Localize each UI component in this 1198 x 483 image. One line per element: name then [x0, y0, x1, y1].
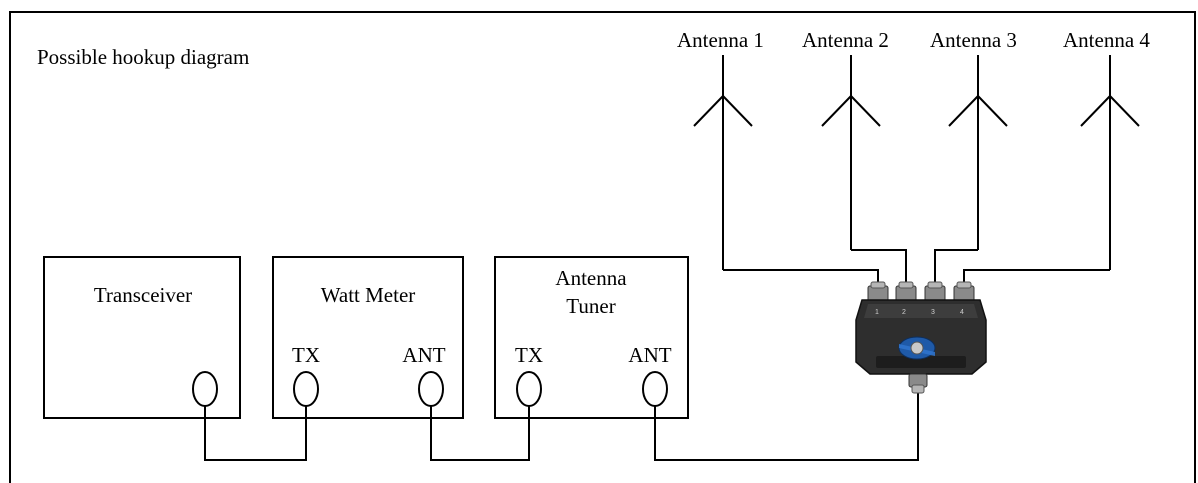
- antenna-3-icon: [948, 55, 1008, 250]
- antenna-tuner-ant-connector-icon: [642, 371, 668, 407]
- switch-port-4-label: 4: [960, 309, 964, 316]
- antenna-tuner-tx-connector-icon: [516, 371, 542, 407]
- switch-port-3-connector-icon: [924, 281, 946, 303]
- transceiver-box: Transceiver: [43, 256, 241, 419]
- switch-port-1-label: 1: [875, 309, 879, 316]
- antenna-1-icon: [693, 55, 753, 270]
- switch-top-panel: [864, 304, 978, 318]
- antenna-switch: 1 2 3 4: [855, 281, 987, 394]
- antenna-1-label: Antenna 1: [677, 28, 764, 52]
- watt-meter-ant-connector-icon: [418, 371, 444, 407]
- antenna-tuner-label-line2: Tuner: [566, 294, 615, 318]
- diagram-title: Possible hookup diagram: [37, 45, 249, 69]
- switch-port-2-label: 2: [902, 309, 906, 316]
- cable-transceiver-to-watt-meter: [204, 406, 307, 461]
- switch-common-port-connector-icon: [908, 373, 928, 394]
- antenna-3-label: Antenna 3: [930, 28, 1017, 52]
- antenna-tuner-label-line1: Antenna: [555, 266, 627, 290]
- antenna-1-feedline: [723, 269, 879, 290]
- cable-tuner-to-switch: [654, 393, 919, 461]
- antenna-2-label: Antenna 2: [802, 28, 889, 52]
- cable-watt-meter-to-tuner: [430, 406, 530, 461]
- switch-port-3-label: 3: [931, 309, 935, 316]
- antenna-4-label: Antenna 4: [1063, 28, 1150, 52]
- transceiver-connector-icon: [192, 371, 218, 407]
- antenna-4-icon: [1080, 55, 1140, 270]
- switch-port-2-connector-icon: [895, 281, 917, 303]
- watt-meter-box: Watt Meter TX ANT: [272, 256, 464, 419]
- watt-meter-ant-label: ANT: [402, 343, 445, 367]
- transceiver-label: Transceiver: [94, 283, 192, 307]
- antenna-4-feedline: [963, 269, 1110, 290]
- switch-selector-knob-icon: [898, 336, 936, 360]
- antenna-2-feedline: [851, 249, 907, 288]
- watt-meter-label: Watt Meter: [321, 283, 416, 307]
- watt-meter-tx-label: TX: [292, 343, 320, 367]
- switch-port-1-connector-icon: [867, 281, 889, 303]
- watt-meter-tx-connector-icon: [293, 371, 319, 407]
- antenna-tuner-box: Antenna Tuner TX ANT: [494, 256, 689, 419]
- switch-base-plate: [876, 356, 966, 368]
- diagram-frame: [9, 11, 1196, 483]
- antenna-tuner-tx-label: TX: [515, 343, 543, 367]
- antenna-tuner-ant-label: ANT: [628, 343, 671, 367]
- antenna-2-icon: [821, 55, 881, 250]
- switch-port-4-connector-icon: [953, 281, 975, 303]
- antenna-3-feedline: [934, 249, 978, 288]
